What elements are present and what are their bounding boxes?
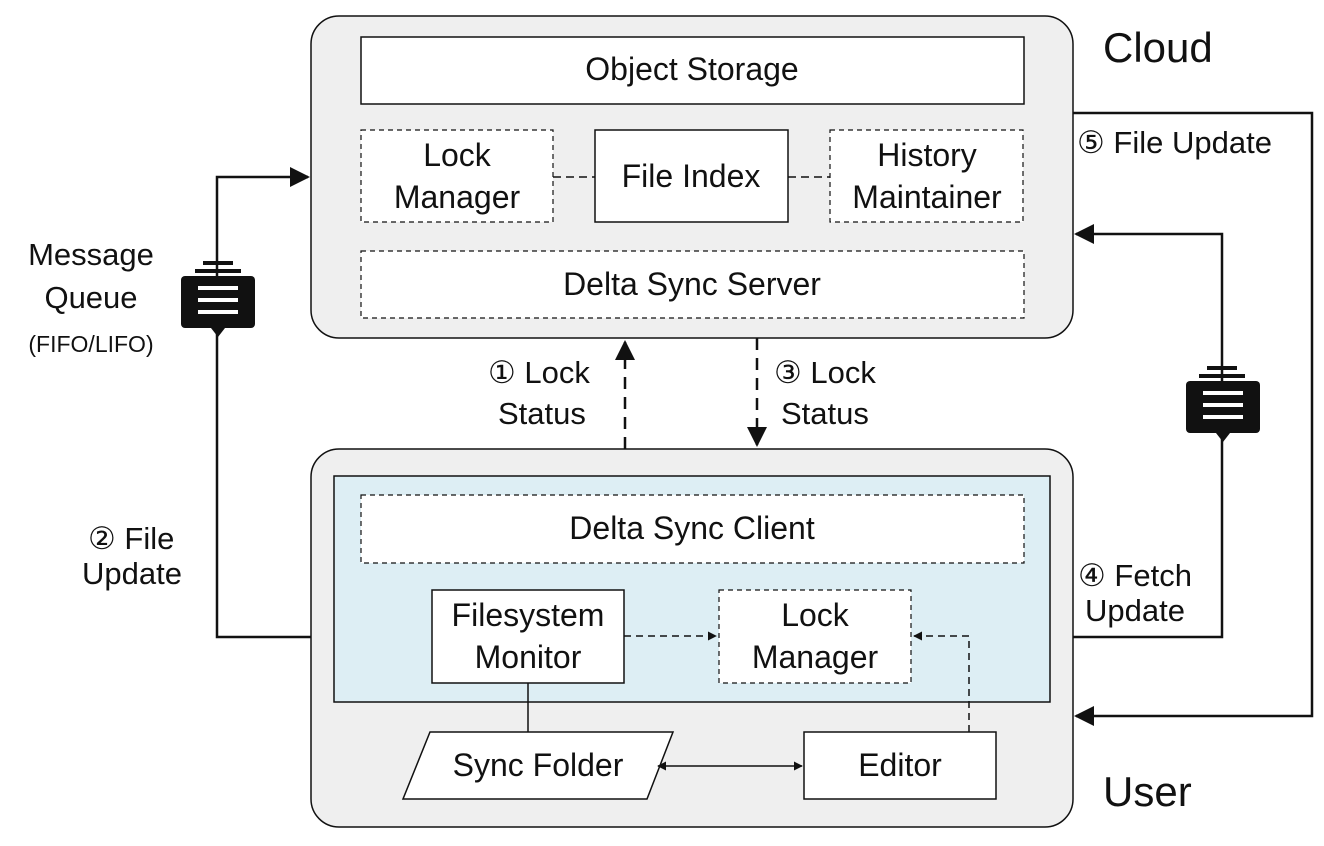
user-title: User: [1103, 768, 1192, 815]
step5-label: ⑤ File Update: [1077, 125, 1272, 160]
step1-label-line2: Status: [498, 396, 586, 431]
user-lock-manager-line1: Lock: [781, 597, 850, 633]
cloud-lock-manager-line2: Manager: [394, 179, 521, 215]
step2-label-line2: Update: [82, 556, 182, 591]
history-maintainer-box: History Maintainer: [829, 129, 1024, 223]
step1-label-line1: ① Lock: [488, 355, 590, 390]
editor-to-lock-manager-arrow: [913, 631, 970, 732]
message-queue-line1: Message: [28, 237, 154, 272]
object-storage-label: Object Storage: [585, 51, 798, 87]
message-queue-line2: Queue: [44, 280, 137, 315]
object-storage-box: Object Storage: [360, 36, 1025, 105]
filesystem-monitor-line1: Filesystem: [452, 597, 605, 633]
step4-label-line1: ④ Fetch: [1078, 558, 1192, 593]
delta-sync-client-label: Delta Sync Client: [569, 510, 815, 546]
message-queue-icon: [181, 261, 255, 337]
message-queue-mode: (FIFO/LIFO): [28, 331, 153, 357]
step3-label-line1: ③ Lock: [774, 355, 876, 390]
cloud-lock-manager-box: Lock Manager: [360, 129, 554, 223]
delta-sync-server-box: Delta Sync Server: [360, 250, 1025, 319]
step2-label-line1: ② File: [88, 521, 174, 556]
file-index-label: File Index: [622, 158, 761, 194]
delta-sync-client-box: Delta Sync Client: [360, 494, 1025, 564]
delta-sync-server-label: Delta Sync Server: [563, 266, 821, 302]
user-lock-manager-line2: Manager: [752, 639, 879, 675]
editor-box: Editor: [803, 731, 997, 800]
filesystem-monitor-box: Filesystem Monitor: [431, 589, 625, 684]
message-queue-icon: [1186, 366, 1260, 442]
cloud-file-update-arrow: [1073, 111, 1314, 726]
sync-folder-label: Sync Folder: [453, 747, 624, 783]
editor-label: Editor: [858, 747, 942, 783]
history-maintainer-line1: History: [877, 137, 977, 173]
file-index-box: File Index: [594, 129, 789, 223]
cloud-lock-manager-line1: Lock: [423, 137, 492, 173]
file-update-arrow: [215, 167, 311, 639]
user-lock-manager-box: Lock Manager: [718, 589, 912, 684]
step4-label-line2: Update: [1085, 593, 1185, 628]
cloud-title: Cloud: [1103, 24, 1213, 71]
sync-folder-box: Sync Folder: [401, 731, 675, 800]
filesystem-monitor-line2: Monitor: [475, 639, 582, 675]
history-maintainer-line2: Maintainer: [852, 179, 1002, 215]
step3-label-line2: Status: [781, 396, 869, 431]
